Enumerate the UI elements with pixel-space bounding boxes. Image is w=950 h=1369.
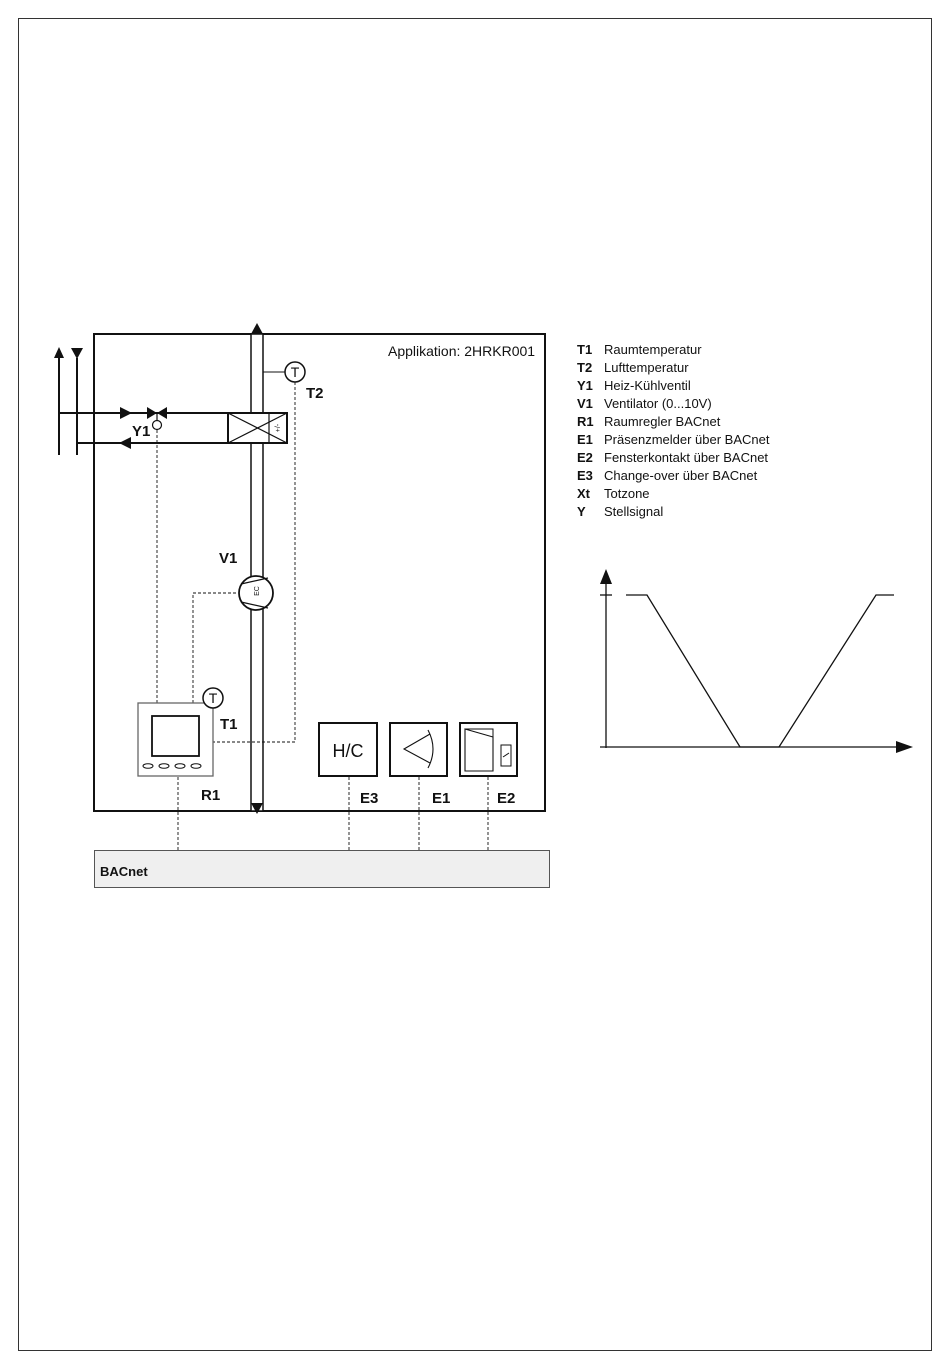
return-down-arrow-icon bbox=[71, 348, 83, 359]
bacnet-bus: BACnet bbox=[94, 850, 550, 888]
return-flow-arrow-icon bbox=[119, 437, 131, 449]
label-e3: E3 bbox=[360, 790, 378, 807]
legend-text: Raumtemperatur bbox=[604, 341, 702, 359]
label-e2: E2 bbox=[497, 790, 515, 807]
legend-text: Heiz-Kühlventil bbox=[604, 377, 691, 395]
hc-box-label: H/C bbox=[333, 741, 364, 761]
legend-key: Y bbox=[577, 503, 604, 521]
label-t1: T1 bbox=[220, 716, 238, 733]
legend-text: Präsenzmelder über BACnet bbox=[604, 431, 769, 449]
label-y1: Y1 bbox=[132, 423, 150, 440]
legend-key: Xt bbox=[577, 485, 604, 503]
room-controller-r1 bbox=[138, 703, 213, 776]
legend-text: Lufttemperatur bbox=[604, 359, 689, 377]
legend-text: Totzone bbox=[604, 485, 650, 503]
legend-text: Fensterkontakt über BACnet bbox=[604, 449, 768, 467]
window-contact-e2-icon bbox=[460, 723, 517, 776]
bus-label: BACnet bbox=[100, 864, 148, 879]
control-wiring bbox=[157, 382, 488, 850]
x-axis-arrow-icon bbox=[896, 741, 913, 753]
legend-key: Y1 bbox=[577, 377, 604, 395]
legend-text: Change-over über BACnet bbox=[604, 467, 757, 485]
presence-detector-e1-icon bbox=[390, 723, 447, 776]
supply-flow-arrow-icon bbox=[120, 407, 132, 419]
svg-text:+/-: +/- bbox=[275, 423, 282, 432]
label-t2: T2 bbox=[306, 385, 324, 402]
legend-key: T1 bbox=[577, 341, 604, 359]
legend-text: Stellsignal bbox=[604, 503, 663, 521]
label-e1: E1 bbox=[432, 790, 450, 807]
fan-v1-icon: EC bbox=[239, 576, 273, 610]
svg-text:T: T bbox=[291, 364, 300, 380]
y-axis-arrow-icon bbox=[600, 569, 612, 584]
sensor-t2-icon: T bbox=[285, 362, 305, 382]
legend-key: R1 bbox=[577, 413, 604, 431]
legend-key: T2 bbox=[577, 359, 604, 377]
legend-key: E2 bbox=[577, 449, 604, 467]
legend-text: Ventilator (0...10V) bbox=[604, 395, 712, 413]
application-label: Applikation: 2HRKR001 bbox=[388, 343, 535, 359]
legend-text: Raumregler BACnet bbox=[604, 413, 720, 431]
sensor-t1-icon: T bbox=[203, 688, 223, 708]
legend-key: V1 bbox=[577, 395, 604, 413]
control-curve bbox=[626, 595, 894, 747]
control-curve-graph bbox=[600, 569, 913, 753]
label-v1: V1 bbox=[219, 550, 237, 567]
coil-icon: +/- bbox=[228, 413, 287, 443]
svg-text:EC: EC bbox=[254, 586, 261, 596]
legend-key: E3 bbox=[577, 467, 604, 485]
svg-text:T: T bbox=[209, 690, 218, 706]
air-duct bbox=[251, 334, 263, 811]
supply-up-arrow-icon bbox=[54, 347, 64, 358]
label-r1: R1 bbox=[201, 787, 220, 804]
pipe-risers bbox=[59, 358, 77, 455]
duct-up-arrow-icon bbox=[251, 323, 263, 334]
legend-key: E1 bbox=[577, 431, 604, 449]
